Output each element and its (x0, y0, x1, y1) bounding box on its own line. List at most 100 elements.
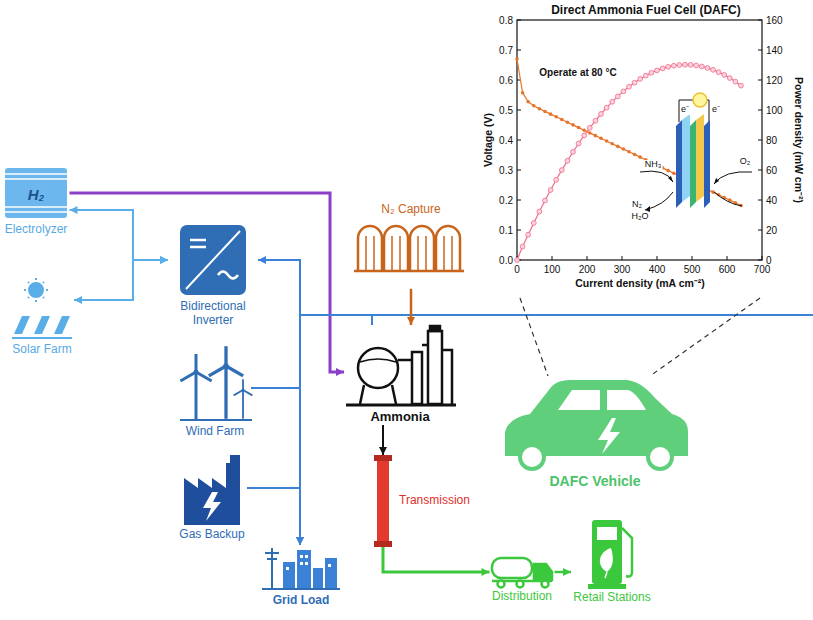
node-label: Solar Farm (12, 343, 71, 357)
data-marker (593, 118, 598, 123)
axis-title: Power density (mW cm⁻²) (792, 77, 804, 203)
icon-area (261, 545, 341, 593)
node-label: Transmission (399, 494, 470, 508)
tick (517, 110, 521, 111)
data-marker (520, 244, 525, 249)
tick-label: 0.0 (499, 255, 513, 266)
data-marker (622, 147, 626, 151)
tick-label: 0.3 (499, 165, 513, 176)
species-label: H₂O (631, 212, 650, 222)
connector (555, 568, 572, 576)
icon-area (500, 376, 690, 472)
arrowhead (563, 568, 571, 576)
data-marker (727, 76, 732, 81)
data-marker (548, 188, 553, 193)
electrolyzer-node: H₂Electrolyzer (3, 168, 70, 237)
connector (258, 256, 304, 545)
vehicle-node: DAFC Vehicle (500, 376, 690, 489)
power-curve (517, 65, 741, 260)
connector-line (251, 388, 300, 545)
tick (758, 50, 762, 51)
data-marker (549, 112, 553, 116)
electrolyzer-icon (5, 168, 67, 218)
tick (758, 170, 762, 171)
data-marker (526, 232, 531, 237)
data-marker (515, 57, 519, 61)
tick-label: 400 (649, 264, 666, 275)
connector (251, 388, 304, 545)
node-label: Bidirectional Inverter (170, 300, 256, 328)
icon-area (179, 350, 251, 424)
data-marker (605, 139, 609, 143)
tick-label: 100 (766, 105, 783, 116)
connector (74, 256, 168, 304)
node-label: Retail Stations (573, 591, 650, 605)
data-marker (627, 84, 632, 89)
tick (758, 80, 762, 81)
power-line (372, 314, 813, 316)
tick-label: 20 (766, 225, 777, 236)
tick (727, 256, 728, 260)
node-label: N₂ Capture (381, 203, 440, 217)
chart-title: Direct Ammonia Fuel Cell (DAFC) (551, 4, 741, 18)
tick-label: 0.5 (499, 105, 513, 116)
connector-line (70, 210, 169, 260)
tick-label: 0.2 (499, 195, 513, 206)
n2-capture-node: N₂ Capture (355, 203, 467, 289)
transmission-node: Transmission (374, 455, 474, 547)
truck-icon (492, 558, 552, 588)
tick-label: 300 (614, 264, 631, 275)
tick (517, 200, 521, 201)
wind-farm-node: Wind Farm (179, 350, 251, 439)
arrowhead (296, 537, 304, 545)
data-marker (621, 89, 626, 94)
connector (70, 206, 169, 264)
data-marker (599, 112, 604, 117)
data-marker (649, 70, 654, 75)
electron-label: e⁻ (680, 105, 690, 115)
inverter-node: Bidirectional Inverter (168, 225, 258, 328)
connector-line (247, 488, 300, 545)
arrowhead (160, 256, 168, 264)
grid-load-node: Grid Load (261, 545, 341, 608)
data-marker (538, 107, 542, 111)
solar-icon (12, 278, 72, 338)
icon-area (355, 219, 467, 289)
data-marker (559, 168, 564, 173)
gas-backup-node: Gas Backup (177, 455, 247, 542)
solar-farm-node: Solar Farm (10, 278, 74, 357)
inverter-icon (180, 225, 246, 295)
tick (758, 140, 762, 141)
electron-label: e⁻ (711, 105, 721, 115)
vehicle-icon (505, 380, 688, 469)
data-marker (543, 110, 547, 114)
axis-title: Voltage (V) (483, 113, 495, 167)
icon-area (344, 325, 456, 409)
tick-label: 40 (766, 195, 777, 206)
connector-line (74, 260, 168, 300)
gas-backup-icon (184, 455, 240, 525)
data-marker (671, 63, 676, 68)
icon-area (11, 278, 73, 342)
axis-title: Current density (mA cm⁻²) (575, 278, 705, 290)
tick (758, 260, 762, 261)
data-marker (599, 137, 603, 141)
tick (517, 50, 521, 51)
data-marker (588, 131, 592, 135)
icon-area (181, 455, 243, 527)
data-marker (515, 258, 520, 263)
data-marker (565, 158, 570, 163)
species-label: O₂ (739, 157, 752, 167)
chart-plot (515, 20, 762, 262)
retail-stations-node: Retail Stations (571, 513, 653, 605)
tick-label: 80 (766, 135, 777, 146)
tick-label: 120 (766, 75, 783, 86)
tick-label: 0.7 (499, 45, 513, 56)
tick-label: 0.1 (499, 225, 513, 236)
data-marker (643, 73, 648, 78)
tick-label: 0.4 (499, 135, 513, 146)
tick-label: 140 (766, 45, 783, 56)
tick-label: 160 (766, 15, 783, 26)
